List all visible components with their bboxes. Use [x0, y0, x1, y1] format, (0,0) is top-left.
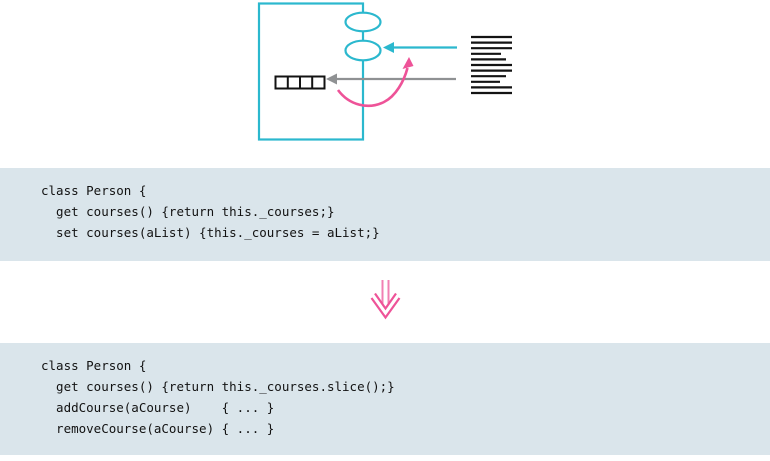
code-before-block: class Person { get courses() {return thi…: [0, 168, 770, 261]
class-box: [257, 2, 365, 141]
encapsulate-collection-diagram: [257, 2, 512, 141]
code-line: class Person {: [41, 183, 147, 198]
call-via-accessor-arrow-icon: [383, 42, 457, 53]
code-line: get courses() {return this._courses.slic…: [41, 379, 395, 394]
refactor-transform-arrow-icon: [370, 280, 401, 320]
code-line: addCourse(aCourse) { ... }: [41, 400, 275, 415]
accessor-method-ellipse-top-icon: [344, 11, 382, 33]
code-line: removeCourse(aCourse) { ... }: [41, 421, 275, 436]
code-after-block: class Person { get courses() {return thi…: [0, 343, 770, 455]
collection-field-icon: [274, 75, 326, 90]
code-line: set courses(aList) {this._courses = aLis…: [41, 225, 380, 240]
accessor-method-ellipse-bottom-icon: [344, 39, 382, 62]
code-line: class Person {: [41, 358, 147, 373]
redirect-to-accessor-arrow-icon: [336, 57, 414, 107]
client-code-text-lines-icon: [471, 35, 512, 95]
direct-field-access-arrow-icon: [326, 73, 456, 85]
code-line: get courses() {return this._courses;}: [41, 204, 335, 219]
